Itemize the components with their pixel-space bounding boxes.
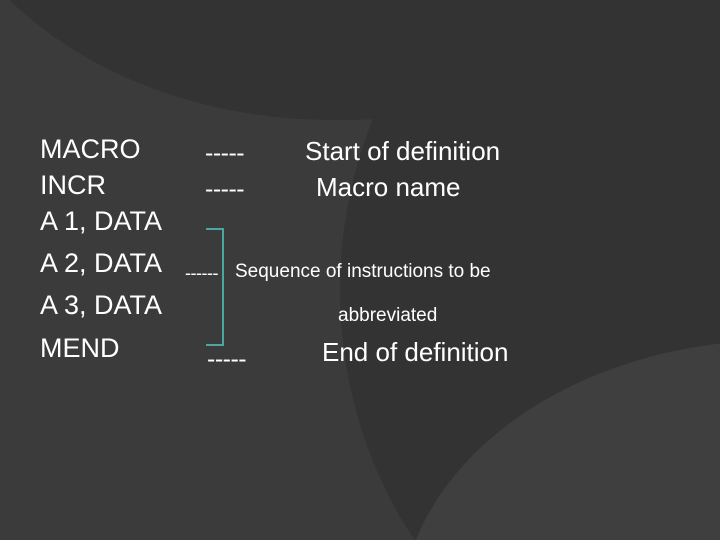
code-line-5: A 3, DATA xyxy=(40,290,163,320)
code-line-4: A 2, DATA xyxy=(40,248,163,278)
code-line-2: INCR xyxy=(40,170,106,200)
code-line-3: A 1, DATA xyxy=(40,206,163,236)
dash-connector-6: ----- xyxy=(207,345,247,373)
dash-connector-1: ----- xyxy=(205,139,245,167)
dash-connector-4: ------ xyxy=(185,263,218,283)
note-line-4: Sequence of instructions to be xyxy=(235,261,491,282)
note-line-5: abbreviated xyxy=(338,305,438,326)
dash-connector-2: ----- xyxy=(205,175,245,203)
code-line-1: MACRO xyxy=(40,134,141,164)
note-line-2: Macro name xyxy=(316,172,461,202)
note-line-1: Start of definition xyxy=(305,136,501,166)
code-line-6: MEND xyxy=(40,333,120,363)
grouping-bracket xyxy=(206,228,224,346)
note-line-6: End of definition xyxy=(322,337,509,367)
